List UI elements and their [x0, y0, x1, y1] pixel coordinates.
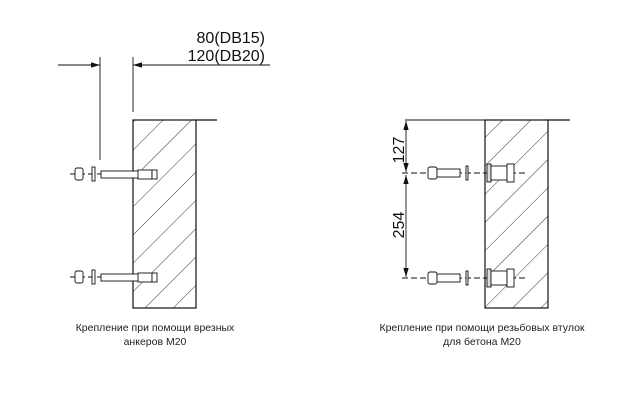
right-caption-line1: Крепление при помощи резьбовых втулок — [379, 322, 585, 334]
left-anchor-top — [70, 166, 160, 182]
left-caption-line1: Крепление при помощи врезных — [75, 322, 235, 334]
left-dimension — [58, 57, 270, 160]
right-bolt-top — [402, 163, 525, 183]
dimension-80-db15: 80(DB15) — [197, 30, 265, 47]
right-bolt-bottom — [402, 268, 525, 288]
right-caption: Крепление при помощи резьбовых втулок дл… — [352, 321, 612, 349]
right-caption-line2: для бетона M20 — [443, 336, 521, 348]
left-caption-line2: анкеров M20 — [123, 336, 187, 348]
dimension-127: 127 — [391, 137, 408, 164]
left-caption: Крепление при помощи врезных анкеров M20 — [40, 321, 270, 349]
dimension-254: 254 — [391, 212, 408, 239]
left-anchor-bottom — [70, 269, 160, 285]
dimension-120-db20: 120(DB20) — [188, 48, 265, 65]
